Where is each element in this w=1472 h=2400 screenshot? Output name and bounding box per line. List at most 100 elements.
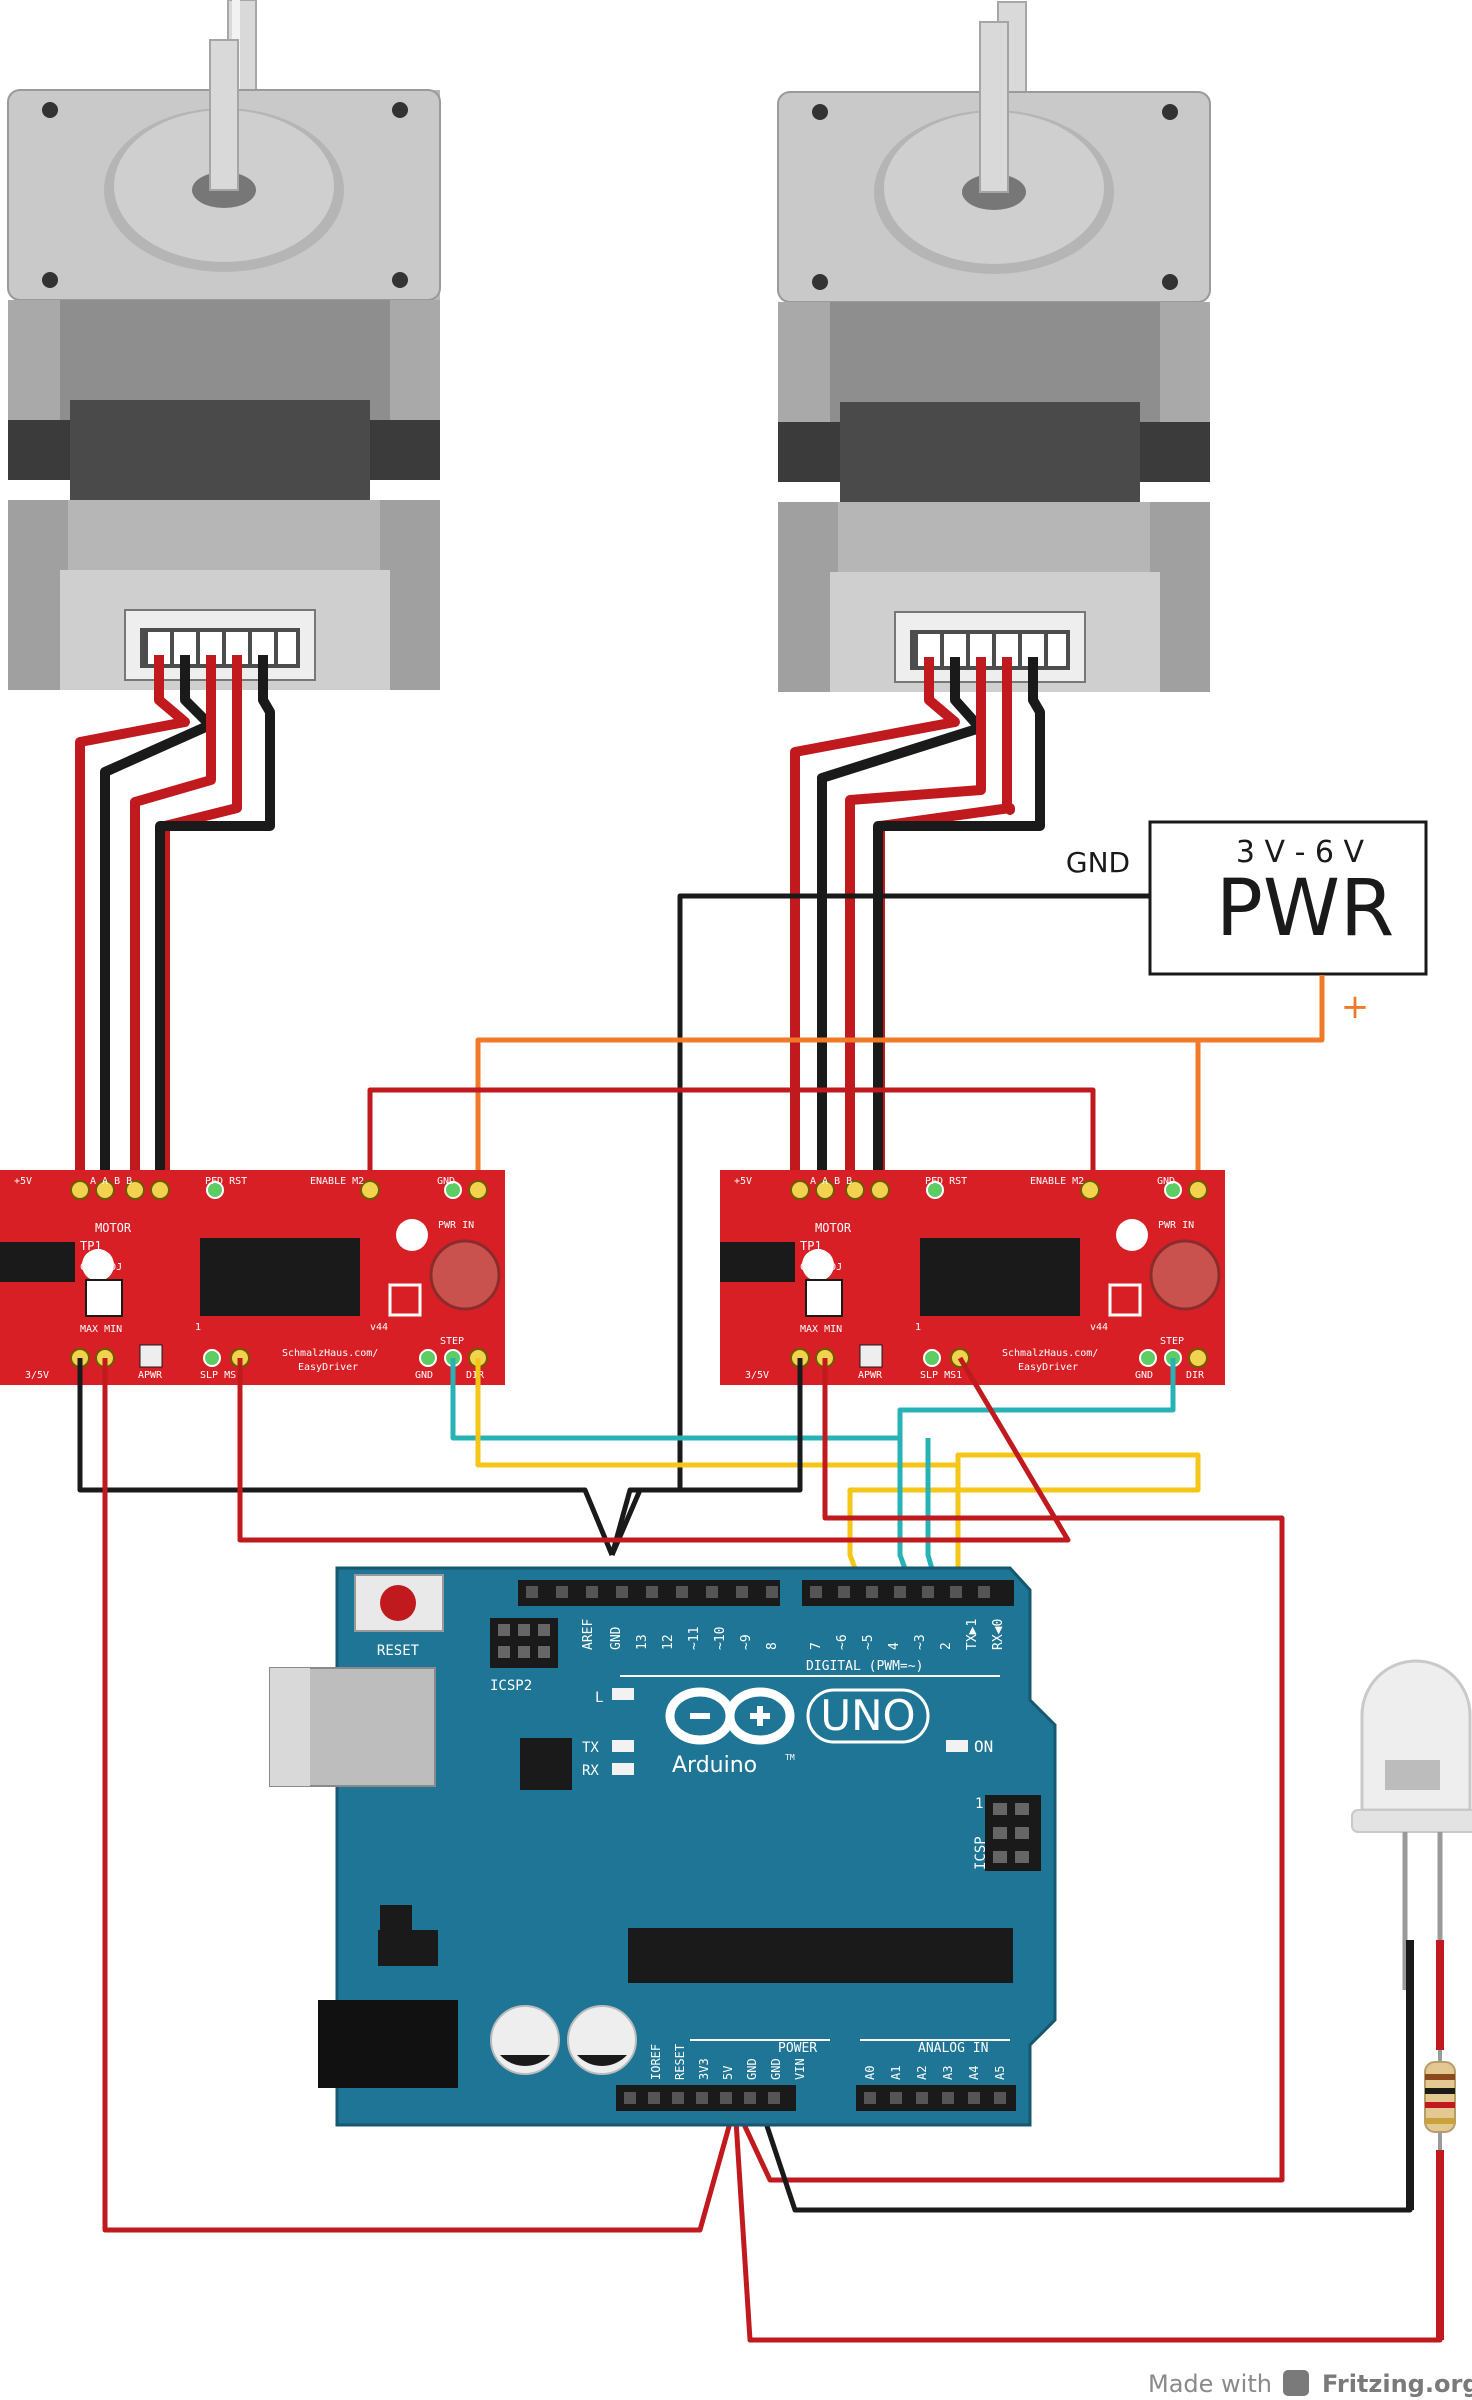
driver-motor-label: MOTOR xyxy=(95,1221,132,1235)
on-led xyxy=(946,1740,968,1752)
pin-gnd: GND xyxy=(609,1626,624,1650)
fritzing-credit: Made with Fritzing.org xyxy=(1148,2370,1472,2398)
driver-maxmin-label: MAX MIN xyxy=(80,1324,122,1335)
driver-gnd-label: GND xyxy=(437,1176,455,1187)
driver-brand1: SchmalzHaus.com/ xyxy=(1002,1348,1098,1359)
reset-button[interactable] xyxy=(380,1585,416,1621)
pin-12: 12 xyxy=(661,1634,676,1650)
driver-35v-label: 3/5V xyxy=(25,1370,49,1381)
driver-pwrin-label: PWR IN xyxy=(438,1220,474,1231)
gnd-label: GND xyxy=(1066,846,1130,879)
pin-5v: 5V xyxy=(721,2066,735,2080)
power-supply: 3 V - 6 V PWR GND + xyxy=(1066,820,1428,1027)
driver-dir-label: DIR xyxy=(1186,1370,1205,1381)
pin-10: ~10 xyxy=(713,1627,728,1650)
pin-11: ~11 xyxy=(687,1627,702,1650)
pin-vin: VIN xyxy=(793,2058,807,2080)
resistor xyxy=(1424,2050,1456,2150)
power-label: PWR xyxy=(1216,864,1394,954)
driver-brand2: EasyDriver xyxy=(298,1362,358,1373)
arduino-brand: Arduino xyxy=(672,1753,757,1778)
motor-wires-left xyxy=(75,655,275,1180)
driver-pfd-label: PFD RST xyxy=(925,1176,967,1187)
pin-tx1: TX▶1 xyxy=(965,1619,980,1650)
signal-wires xyxy=(77,1356,1443,2343)
pin-2: 2 xyxy=(939,1642,954,1650)
driver-maxmin-label: MAX MIN xyxy=(800,1324,842,1335)
driver-one-label: 1 xyxy=(195,1322,201,1333)
analog-header-label: ANALOG IN xyxy=(918,2041,988,2056)
power-voltage: 3 V - 6 V xyxy=(1236,835,1365,870)
easydriver-left: +5V A A B B MOTOR PFD RST ENABLE M2 GND … xyxy=(0,1170,505,1385)
icsp-label: ICSP xyxy=(973,1836,989,1870)
stepper-motor-left xyxy=(7,0,441,690)
pin-a1: A1 xyxy=(889,2066,903,2080)
l-led xyxy=(612,1688,634,1700)
driver-gnd-bottom-label: GND xyxy=(1135,1370,1153,1381)
pin-gnd1: GND xyxy=(745,2058,759,2080)
plus-label: + xyxy=(1341,987,1370,1027)
driver-pfd-label: PFD RST xyxy=(205,1176,247,1187)
driver-5v-label: +5V xyxy=(14,1176,32,1187)
pin-gnd2: GND xyxy=(769,2058,783,2080)
icsp-one-label: 1 xyxy=(975,1796,983,1812)
driver-curadj-label: CUR ADJ xyxy=(800,1262,842,1273)
made-with-label: Made with xyxy=(1148,2370,1272,2398)
driver-one-label: 1 xyxy=(915,1322,921,1333)
tx-led xyxy=(612,1740,634,1752)
l-led-label: L xyxy=(595,1690,603,1706)
pin-3: ~3 xyxy=(913,1634,928,1650)
pin-reset: RESET xyxy=(673,2044,687,2080)
driver-apwr-label: APWR xyxy=(858,1370,883,1381)
driver-motor-pins: A A B B xyxy=(90,1176,132,1187)
driver-gnd-label: GND xyxy=(1157,1176,1175,1187)
fritzing-label: Fritzing.org xyxy=(1322,2370,1472,2398)
on-led-label: ON xyxy=(974,1737,993,1756)
pin-3v3: 3V3 xyxy=(697,2058,711,2080)
driver-motor-label: MOTOR xyxy=(815,1221,852,1235)
pin-ioref: IOREF xyxy=(649,2044,663,2080)
driver-brand1: SchmalzHaus.com/ xyxy=(282,1348,378,1359)
driver-motor-pins: A A B B xyxy=(810,1176,852,1187)
power-header-label: POWER xyxy=(778,2041,817,2056)
fritzing-logo-icon xyxy=(1283,2370,1309,2396)
driver-enable-label: ENABLE M2 xyxy=(1030,1176,1084,1187)
reset-label: RESET xyxy=(377,1643,420,1659)
easydriver-right: +5V A A B B MOTOR PFD RST ENABLE M2 GND … xyxy=(720,1170,1225,1385)
driver-version-label: v44 xyxy=(370,1322,388,1333)
pin-a0: A0 xyxy=(863,2066,877,2080)
pin-13: 13 xyxy=(635,1634,650,1650)
driver-tp1-label: TP1 xyxy=(80,1239,102,1253)
pin-7: 7 xyxy=(809,1642,824,1650)
pin-9: ~9 xyxy=(739,1634,754,1650)
pin-6: ~6 xyxy=(835,1634,850,1650)
stepper-motor-right xyxy=(777,1,1211,692)
uno-label: UNO xyxy=(820,1691,915,1740)
arduino-tm: TM xyxy=(785,1753,795,1762)
rx-led-label: RX xyxy=(582,1763,599,1779)
driver-version-label: v44 xyxy=(1090,1322,1108,1333)
driver-enable-label: ENABLE M2 xyxy=(310,1176,364,1187)
driver-slp-label: SLP MS1 xyxy=(200,1370,242,1381)
pin-rx0: RX◀0 xyxy=(991,1619,1006,1650)
arduino-logo: UNO Arduino TM xyxy=(665,1687,930,1778)
rx-led xyxy=(612,1763,634,1775)
pin-a2: A2 xyxy=(915,2066,929,2080)
pin-5: ~5 xyxy=(861,1634,876,1650)
pin-a4: A4 xyxy=(967,2066,981,2080)
pin-a5: A5 xyxy=(993,2066,1007,2080)
driver-5v-label: +5V xyxy=(734,1176,752,1187)
driver-gnd-bottom-label: GND xyxy=(415,1370,433,1381)
icsp2-label: ICSP2 xyxy=(490,1678,532,1694)
led-wires xyxy=(1406,1940,1444,2340)
pin-aref: AREF xyxy=(581,1619,596,1650)
arduino-uno: RESET ICSP2 ICSP 1 AREF GND 13 12 ~11 ~1… xyxy=(269,1566,1057,2127)
motor-wires-right xyxy=(790,657,1045,1180)
pin-8: 8 xyxy=(765,1642,780,1650)
driver-tp1-label: TP1 xyxy=(800,1239,822,1253)
pin-a3: A3 xyxy=(941,2066,955,2080)
driver-step-label: STEP xyxy=(440,1336,464,1347)
tx-led-label: TX xyxy=(582,1740,599,1756)
led xyxy=(1351,1659,1472,1990)
